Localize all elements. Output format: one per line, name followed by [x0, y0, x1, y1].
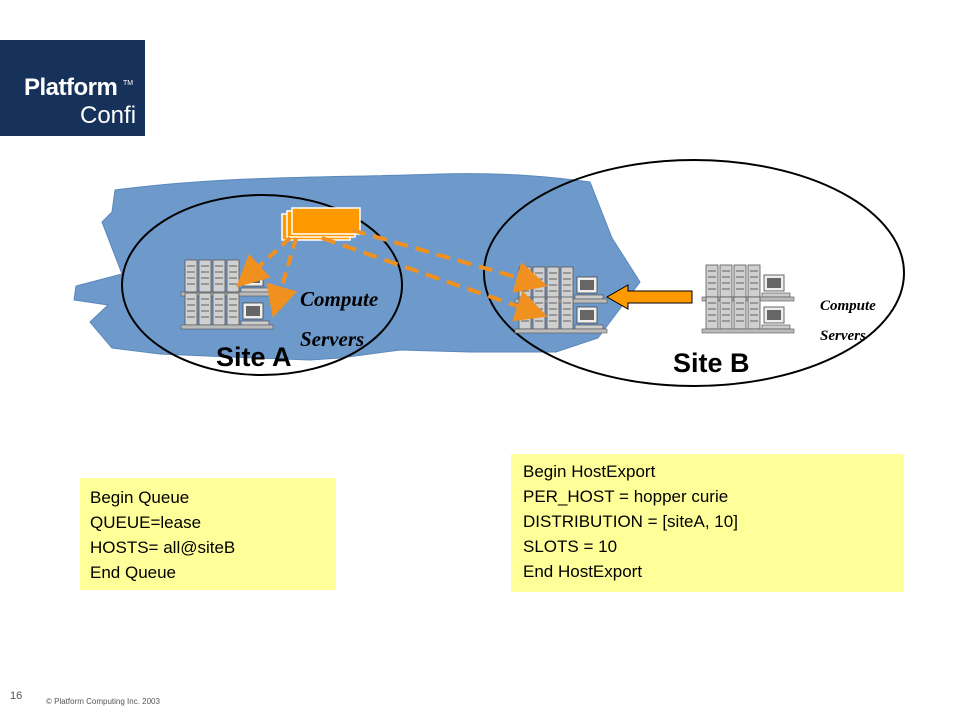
hostexport-line-1: Begin HostExport — [523, 462, 656, 481]
block-arrow — [605, 284, 693, 310]
queue-line-1: Begin Queue — [90, 488, 190, 507]
hostexport-line-5: End HostExport — [523, 562, 643, 581]
platform-logo: Platform TM Confi — [0, 40, 145, 136]
page-number: 16 — [10, 690, 23, 702]
dashed-arrow-to-site-b-bottom — [321, 236, 548, 322]
hostexport-line-3: DISTRIBUTION = [siteA, 10] — [523, 512, 738, 531]
site-b-boundary — [483, 159, 905, 387]
queue-config-box: Begin Queue QUEUE=lease HOSTS= all@siteB… — [80, 478, 336, 590]
site-b-server-group-right-top — [702, 265, 794, 301]
hostexport-line-2: PER_HOST = hopper curie — [523, 487, 729, 506]
queue-line-4: End Queue — [90, 563, 177, 582]
site-b-caption-line1: Compute — [820, 298, 876, 314]
site-a-caption-line1: Compute — [300, 287, 378, 311]
site-a-label: Site A — [216, 342, 292, 372]
copyright-notice: © Platform Computing Inc. 2003 — [46, 697, 160, 706]
site-b-server-group-right-bottom — [702, 297, 794, 333]
hostexport-config-box: Begin HostExport PER_HOST = hopper curie… — [511, 454, 904, 592]
site-a-boundary — [121, 194, 403, 376]
dashed-arrow-to-site-a-bottom — [266, 237, 298, 318]
hostexport-line-4: SLOTS = 10 — [523, 537, 618, 556]
dashed-arrow-to-site-a-top — [236, 236, 292, 288]
site-b-label: Site B — [673, 348, 750, 378]
site-a-caption-line2: Servers — [300, 327, 364, 351]
dashed-arrow-to-site-b-top — [351, 228, 548, 293]
logo-wordmark: Platform — [24, 74, 118, 101]
slide-title-fragment: Confi — [80, 102, 137, 129]
queue-line-2: QUEUE=lease — [90, 513, 202, 532]
job-stack — [281, 207, 361, 241]
logo-trademark: TM — [123, 80, 134, 87]
site-b-caption-line2: Servers — [820, 328, 866, 344]
queue-line-3: HOSTS= all@siteB — [90, 538, 236, 557]
